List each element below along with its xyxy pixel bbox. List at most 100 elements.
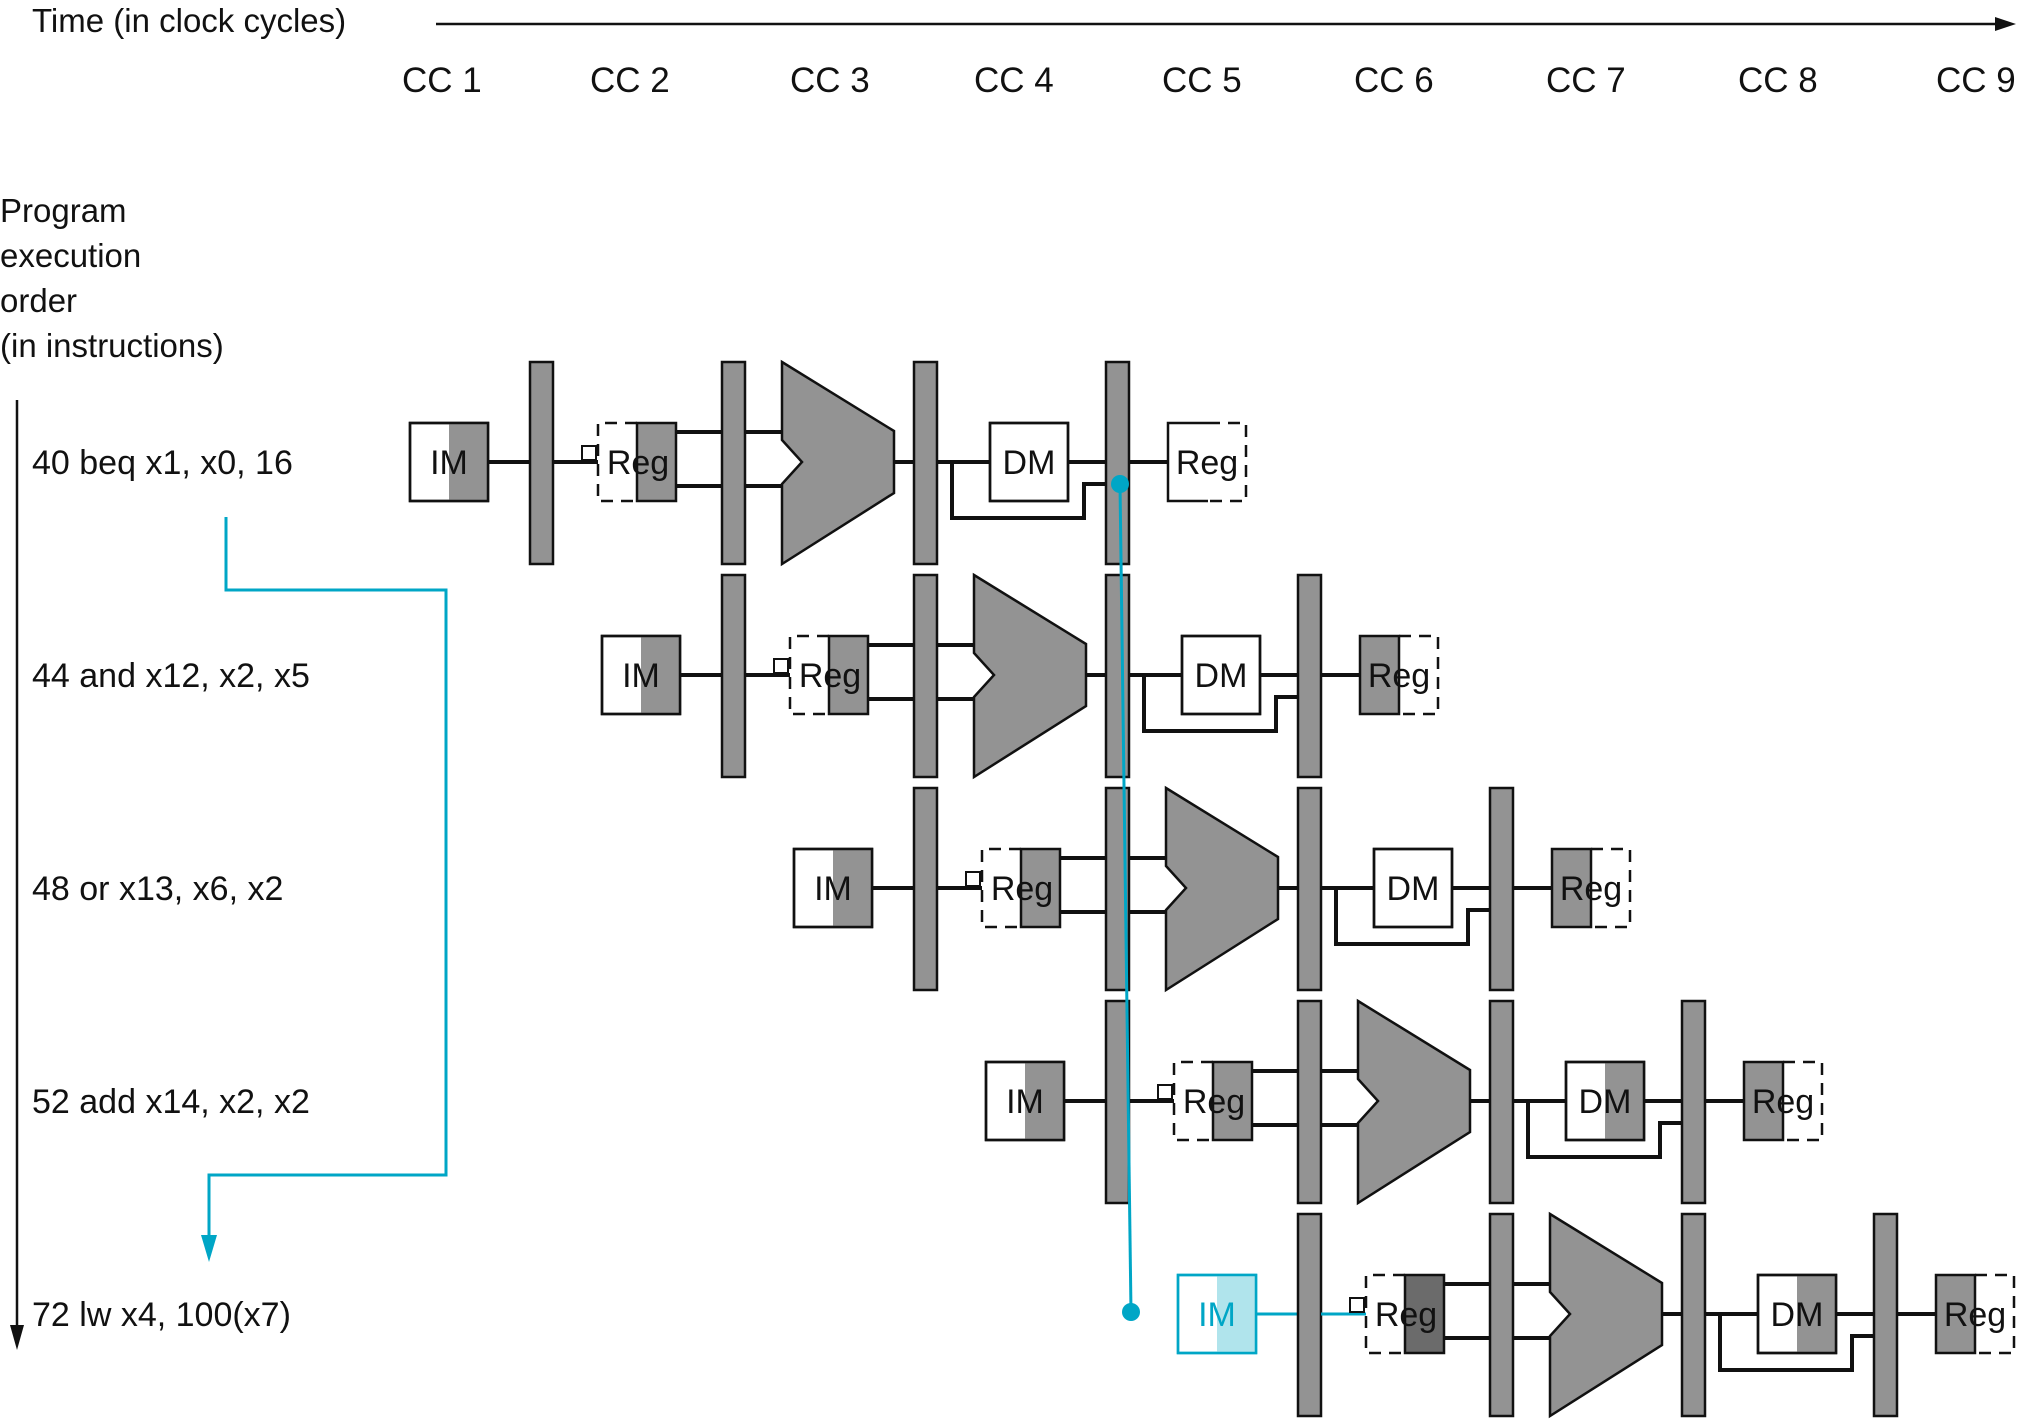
reg-write-shade (1742, 1060, 1785, 1142)
im-shade (833, 850, 871, 926)
dm-label: DM (1771, 1296, 1824, 1334)
order-axis-line-1: Program (0, 192, 127, 229)
mem-wb-register (1680, 999, 1707, 1205)
cc-label-3: CC 3 (790, 61, 870, 100)
if-id-register (528, 360, 555, 566)
ex-mem-register (1104, 573, 1131, 779)
time-arrowhead-icon (1995, 17, 2016, 31)
dm-shade (1797, 1276, 1835, 1352)
reg-write-label: Reg (1368, 657, 1430, 695)
im-shade (449, 424, 487, 500)
dm-label: DM (1387, 870, 1440, 908)
cc-label-5: CC 5 (1162, 61, 1242, 100)
reg-read-label: Reg (991, 870, 1053, 908)
reg-write-shade (1358, 634, 1401, 716)
reg-port (965, 871, 981, 887)
im-label: IM (814, 870, 852, 908)
reg-read-shade (1211, 1060, 1254, 1142)
reg-read-label: Reg (1183, 1083, 1245, 1121)
dm-bypass-wire (950, 462, 1106, 520)
reg-write-label: Reg (1176, 444, 1238, 482)
reg-port (581, 445, 597, 461)
dm-bypass-wire (1142, 675, 1298, 733)
order-axis: Program execution order (in instructions… (0, 192, 224, 1350)
branch-order-arrowhead-icon (201, 1235, 217, 1262)
instruction-label: 52 add x14, x2, x2 (32, 1083, 310, 1121)
ex-mem-register (1488, 999, 1515, 1205)
id-ex-register (912, 573, 939, 779)
if-id-register (912, 786, 939, 992)
reg-write-label: Reg (1944, 1296, 2006, 1334)
if-id-register (720, 573, 747, 779)
clock-cycle-labels: CC 1 CC 2 CC 3 CC 4 CC 5 CC 6 CC 7 CC 8 CC 9 (402, 61, 2016, 100)
branch-path (201, 475, 1140, 1321)
im-shade (1025, 1063, 1063, 1139)
dm-bypass-wire (1526, 1101, 1682, 1159)
alu (1548, 1211, 1664, 1419)
reg-read-shade (827, 634, 870, 716)
pipeline-row: IM Reg DM Reg (1176, 1211, 2016, 1419)
im-shade (1217, 1276, 1255, 1352)
reg-port (1157, 1084, 1173, 1100)
time-axis-title: Time (in clock cycles) (32, 2, 346, 39)
cc-label-8: CC 8 (1738, 61, 1818, 100)
order-arrowhead-icon (10, 1325, 24, 1350)
mem-wb-register (1296, 573, 1323, 779)
alu (1164, 785, 1280, 993)
branch-source-dot (1111, 475, 1129, 493)
pipeline-row: IM Reg DM Reg (792, 785, 1632, 993)
cc-label-2: CC 2 (590, 61, 670, 100)
branch-target-dot (1122, 1303, 1140, 1321)
dm-box (1180, 634, 1262, 716)
branch-order-path (207, 517, 448, 1245)
reg-write-label: Reg (1560, 870, 1622, 908)
reg-write-shade (1550, 847, 1593, 929)
instruction-label: 48 or x13, x6, x2 (32, 870, 283, 908)
id-ex-register (1488, 1212, 1515, 1418)
cc-label-1: CC 1 (402, 61, 482, 100)
im-label: IM (622, 657, 660, 695)
mem-wb-register (1872, 1212, 1899, 1418)
im-shade (641, 637, 679, 713)
alu (1356, 998, 1472, 1206)
dm-bypass-wire (1718, 1314, 1874, 1372)
id-ex-register (720, 360, 747, 566)
reg-write-label: Reg (1752, 1083, 1814, 1121)
reg-read-shade (1403, 1273, 1446, 1355)
mem-wb-register (1488, 786, 1515, 992)
id-ex-register (1296, 999, 1323, 1205)
mem-wb-register (1104, 360, 1131, 566)
cc-label-4: CC 4 (974, 61, 1054, 100)
instruction-label: 72 lw x4, 100(x7) (32, 1296, 291, 1334)
reg-read-label: Reg (607, 444, 669, 482)
reg-write-shade (1934, 1273, 1977, 1355)
reg-read-label: Reg (1375, 1296, 1437, 1334)
dm-label: DM (1579, 1083, 1632, 1121)
reg-port (773, 658, 789, 674)
if-id-register (1296, 1212, 1323, 1418)
order-axis-line-3: order (0, 282, 77, 319)
reg-read-shade (635, 421, 678, 503)
cc-label-6: CC 6 (1354, 61, 1434, 100)
im-label: IM (430, 444, 468, 482)
branch-target-line (1118, 483, 1133, 1313)
im-label: IM (1198, 1296, 1236, 1334)
dm-label: DM (1195, 657, 1248, 695)
cc-label-7: CC 7 (1546, 61, 1626, 100)
ex-mem-register (912, 360, 939, 566)
reg-read-shade (1019, 847, 1062, 929)
instruction-label: 40 beq x1, x0, 16 (32, 444, 293, 482)
instruction-label: 44 and x12, x2, x5 (32, 657, 310, 695)
reg-port (1349, 1297, 1365, 1313)
cc-label-9: CC 9 (1936, 61, 2016, 100)
dm-shade (1605, 1063, 1643, 1139)
ex-mem-register (1296, 786, 1323, 992)
ex-mem-register (1680, 1212, 1707, 1418)
alu (972, 572, 1088, 780)
instruction-labels: 40 beq x1, x0, 16 44 and x12, x2, x5 48 or… (32, 444, 310, 1334)
dm-bypass-wire (1334, 888, 1490, 946)
